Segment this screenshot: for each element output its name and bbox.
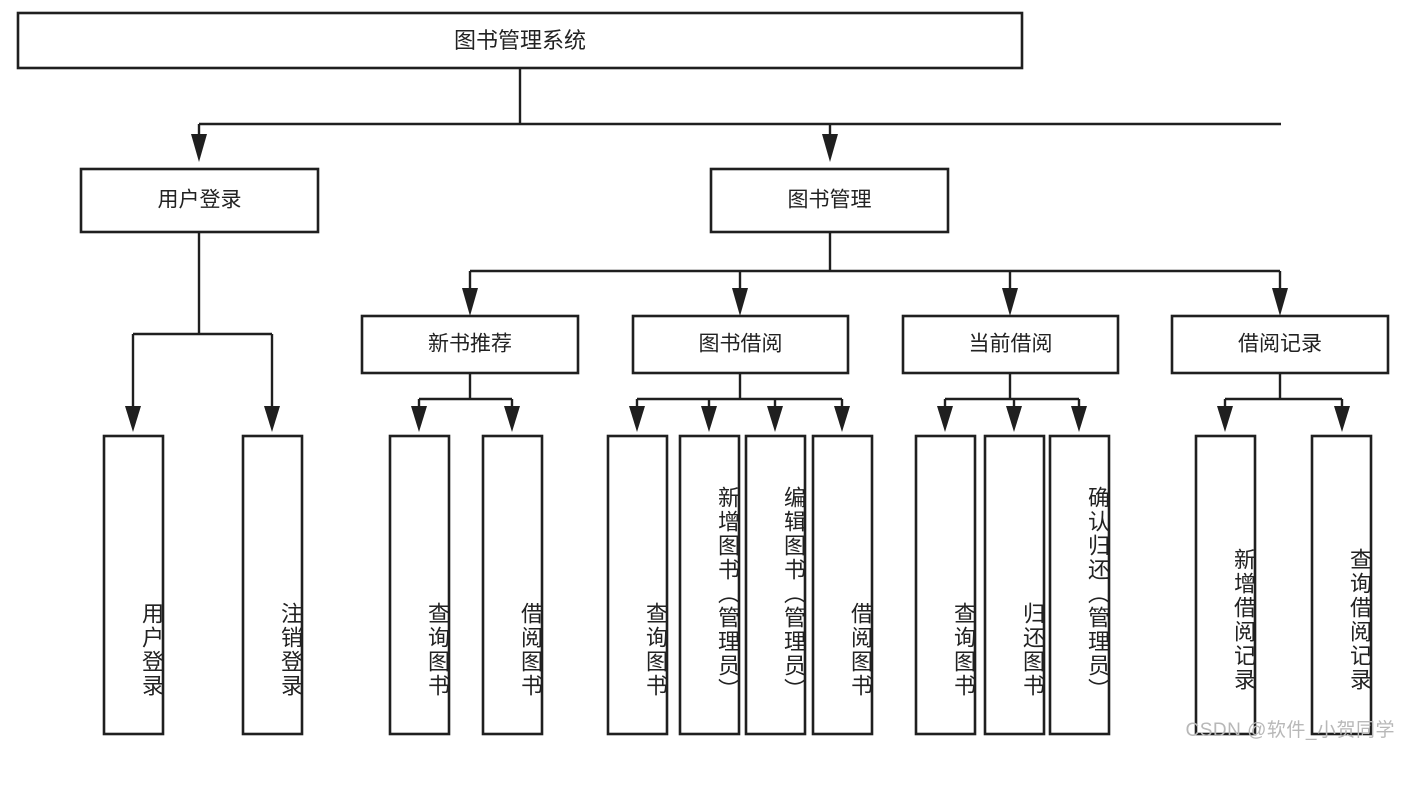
connector-new-book-to-leaves: [411, 373, 520, 432]
leaf-group-user-login: [102, 434, 304, 736]
node-book-management-label: 图书管理: [788, 189, 872, 212]
watermark-label: CSDN @软件_小贺同学: [1185, 720, 1395, 741]
node-new-book-recommend-label: 新书推荐: [428, 333, 512, 356]
leaf-logout[interactable]: [241, 434, 304, 736]
leaf-group-borrow-records: [1194, 434, 1373, 736]
node-book-borrow-label: 图书借阅: [699, 333, 783, 356]
leaf-edit-book-admin[interactable]: [744, 434, 807, 736]
leaf-group-new-book-recommend: [388, 434, 544, 736]
node-root-label: 图书管理系统: [454, 28, 586, 53]
node-new-book-recommend[interactable]: 新书推荐: [360, 314, 580, 375]
leaf-user-login[interactable]: [102, 434, 165, 736]
leaf-query-book-1[interactable]: [388, 434, 451, 736]
connector-book-mgmt-to-level3: [462, 232, 1288, 316]
leaf-borrow-book-2[interactable]: [811, 434, 874, 736]
node-current-borrow[interactable]: 当前借阅: [901, 314, 1120, 375]
leaf-query-book-2[interactable]: [606, 434, 669, 736]
connector-current-borrow-to-leaves: [937, 373, 1087, 432]
leaf-query-book-3[interactable]: [914, 434, 977, 736]
connector-user-login-to-leaves: [125, 232, 280, 432]
node-user-login-label: 用户登录: [158, 189, 242, 212]
leaf-confirm-return-admin[interactable]: [1048, 434, 1111, 736]
node-root[interactable]: 图书管理系统: [16, 11, 1024, 70]
leaf-group-current-borrow: [914, 434, 1111, 736]
leaf-borrow-book-1[interactable]: [481, 434, 544, 736]
node-book-management[interactable]: 图书管理: [709, 167, 950, 234]
node-borrow-records-label: 借阅记录: [1238, 333, 1322, 356]
leaf-return-book[interactable]: [983, 434, 1046, 736]
node-user-login[interactable]: 用户登录: [79, 167, 320, 234]
node-current-borrow-label: 当前借阅: [969, 333, 1053, 356]
connector-root-to-level2: [191, 68, 1281, 162]
node-book-borrow[interactable]: 图书借阅: [631, 314, 850, 375]
diagram-canvas: 图书管理系统 用户登录 图书管理 新书推荐 图书借阅 当前借阅 借阅记录: [16, 11, 1395, 741]
leaf-query-borrow-record[interactable]: [1310, 434, 1373, 736]
connector-borrow-records-to-leaves: [1217, 373, 1350, 432]
leaf-group-book-borrow: [606, 434, 874, 736]
node-borrow-records[interactable]: 借阅记录: [1170, 314, 1390, 375]
leaf-add-book-admin[interactable]: [678, 434, 741, 736]
leaf-add-borrow-record[interactable]: [1194, 434, 1257, 736]
connector-book-borrow-to-leaves: [629, 373, 850, 432]
hierarchy-diagram: 图书管理系统 用户登录 图书管理 新书推荐 图书借阅 当前借阅 借阅记录: [16, 11, 1390, 736]
